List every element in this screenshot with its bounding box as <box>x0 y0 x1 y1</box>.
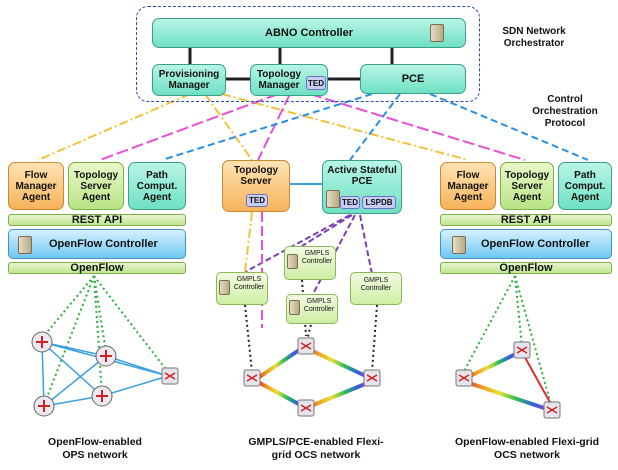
middle-network-caption: GMPLS/PCE-enabled Flexi-grid OCS network <box>248 436 384 462</box>
orchestrator-title: SDN Network Orchestrator <box>502 26 566 49</box>
provisioning-manager[interactable]: Provisioning Manager <box>152 64 226 96</box>
cop-links-yellow <box>37 93 469 161</box>
orchestrator-frame <box>136 6 480 102</box>
flexi-grid-links <box>176 346 551 412</box>
right-topology-server-agent[interactable]: Topology Server Agent <box>500 162 554 210</box>
abno-server-icon <box>430 24 444 42</box>
active-pce-label: Active Stateful PCE <box>327 165 397 187</box>
topology-manager-label: Topology Manager <box>256 69 302 91</box>
left-openflow-bar: OpenFlow <box>8 262 186 274</box>
pce-server-icon <box>326 190 340 208</box>
gmpls-2-server-icon <box>287 254 298 269</box>
right-openflow-bar: OpenFlow <box>440 262 612 274</box>
right-network-caption: OpenFlow-enabled Flexi-grid OCS network <box>454 436 600 462</box>
left-path-agent-label: Path Comput. Agent <box>136 169 178 203</box>
right-flow-agent-label: Flow Manager Agent <box>447 169 489 203</box>
topology-server-label: Topology Server <box>233 165 279 187</box>
left-flow-agent-label: Flow Manager Agent <box>15 169 57 203</box>
gmpls-3-server-icon <box>289 300 300 315</box>
orchestrator-ted-label: TED <box>308 78 324 88</box>
left-controller-server-icon <box>18 236 32 254</box>
topology-server[interactable]: Topology Server <box>222 160 290 212</box>
right-openflow-label: OpenFlow <box>499 261 553 274</box>
left-path-comput-agent[interactable]: Path Comput. Agent <box>128 162 186 210</box>
lspdb-icon: LSPDB <box>362 196 396 209</box>
gmpls-controller-3-label: GMPLS Controller <box>303 298 335 313</box>
right-ocs-links <box>521 351 553 407</box>
left-rest-api-label: REST API <box>71 213 123 226</box>
topology-server-ted-icon: TED <box>246 194 268 207</box>
right-controller-server-icon <box>452 236 466 254</box>
cop-links-blue <box>161 93 589 161</box>
left-flow-manager-agent[interactable]: Flow Manager Agent <box>8 162 64 210</box>
right-flow-manager-agent[interactable]: Flow Manager Agent <box>440 162 496 210</box>
abno-label: ABNO Controller <box>265 26 353 39</box>
right-controller-label: OpenFlow Controller <box>481 237 590 250</box>
right-path-agent-label: Path Comput. Agent <box>564 169 606 203</box>
cop-links-magenta <box>99 93 526 161</box>
right-rest-api-label: REST API <box>500 213 552 226</box>
left-topology-agent-label: Topology Server Agent <box>73 169 119 203</box>
right-openflow-controller[interactable]: OpenFlow Controller <box>440 229 612 259</box>
ts-gmpls-link <box>244 211 253 273</box>
orchestrator-internal-links <box>188 48 394 81</box>
left-openflow-controller[interactable]: OpenFlow Controller <box>8 229 186 259</box>
right-rest-api: REST API <box>440 214 612 226</box>
gmpls-1-server-icon <box>219 280 230 295</box>
provisioning-label: Provisioning Manager <box>158 69 220 91</box>
left-controller-label: OpenFlow Controller <box>49 237 158 250</box>
pce-label: PCE <box>401 72 425 85</box>
lspdb-label: LSPDB <box>365 198 393 207</box>
ts-ted-label: TED <box>249 196 265 205</box>
gmpls-controller-1-label: GMPLS Controller <box>233 276 265 291</box>
gmpls-controller-4-label: GMPLS Controller <box>360 277 392 292</box>
openflow-control-right <box>461 275 553 409</box>
right-path-comput-agent[interactable]: Path Comput. Agent <box>558 162 612 210</box>
openflow-control-left <box>41 275 169 406</box>
pce[interactable]: PCE <box>360 64 466 94</box>
pce-ted-label: TED <box>342 198 358 207</box>
left-rest-api: REST API <box>8 214 186 226</box>
cop-label: Control Orchestration Protocol <box>532 94 598 129</box>
pce-ted-icon: TED <box>340 196 360 209</box>
orchestrator-ted-icon: TED <box>306 76 326 90</box>
gmpls-controller-4[interactable]: GMPLS Controller <box>350 272 402 305</box>
gmpls-controller-2-label: GMPLS Controller <box>301 250 333 265</box>
left-openflow-label: OpenFlow <box>70 261 124 274</box>
ops-nodes <box>31 331 117 417</box>
left-network-caption: OpenFlow-enabled OPS network <box>48 436 142 462</box>
right-topology-agent-label: Topology Server Agent <box>504 169 550 203</box>
abno-controller[interactable]: ABNO Controller <box>152 18 466 48</box>
left-topology-server-agent[interactable]: Topology Server Agent <box>68 162 124 210</box>
